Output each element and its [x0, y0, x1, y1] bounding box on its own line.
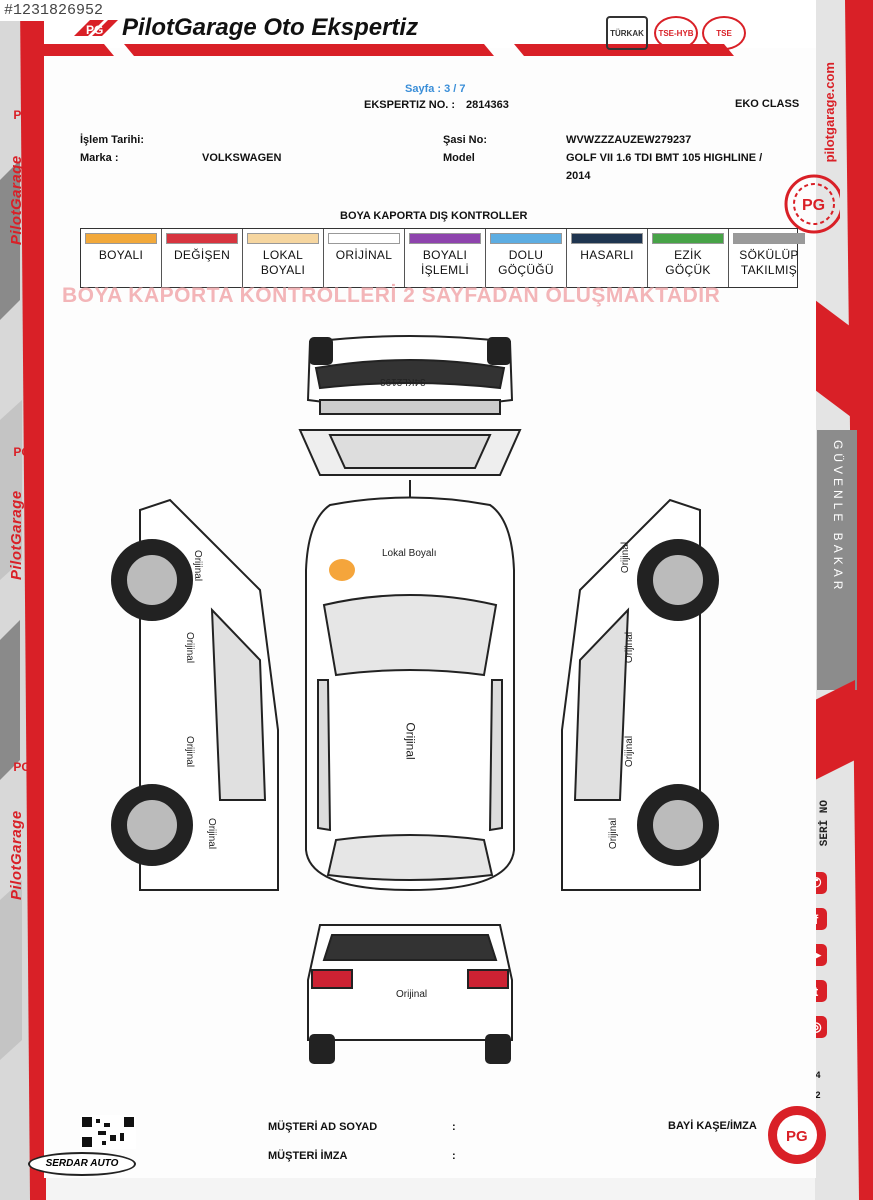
legend-item-dolu-gocugu: DOLU GÖÇÜĞÜ: [486, 229, 567, 287]
left-brand-strip: PG PilotGarage PG PilotGarage PG PilotGa…: [0, 0, 46, 1200]
legend-label: DOLU: [508, 248, 544, 262]
brand-label: Marka :: [80, 152, 119, 164]
tse-badge: TSE: [702, 16, 746, 50]
legend-label: EZİK: [674, 248, 702, 262]
legend-item-degisen: DEĞİŞEN: [162, 229, 243, 287]
local-paint-spot[interactable]: [329, 559, 355, 581]
legend-item-hasarli: HASARLI: [567, 229, 648, 287]
svg-text:PG: PG: [802, 197, 825, 214]
left-logo-mark-3: PG: [13, 760, 31, 774]
info-watermark: BOYA KAPORTA KONTROLLERİ 2 SAYFADAN OLUŞ…: [62, 284, 721, 307]
legend-label-2: BOYALI: [260, 263, 306, 277]
legend-label-2: GÖÇÜĞÜ: [498, 263, 554, 277]
customer-sign-value: :: [452, 1150, 456, 1162]
right-label-1: Orijinal: [620, 541, 632, 574]
legend-label: HASARLI: [580, 248, 634, 262]
website-label[interactable]: pilotgarage.com: [822, 62, 837, 163]
slogan-vertical: GÜVENLE BAKAR: [831, 440, 845, 594]
legend-swatch: [733, 233, 805, 244]
legend-swatch: [166, 233, 238, 244]
dealer-logo: SERDAR AUTO: [28, 1152, 136, 1176]
right-label-2: Orijinal: [624, 631, 636, 664]
legend-item-boyali: BOYALI: [81, 229, 162, 287]
legend-label: BOYALI: [98, 248, 144, 262]
model-label: Model: [443, 152, 475, 164]
page-indicator: Sayfa : 3 / 7: [405, 83, 466, 95]
left-strip-stripes: [0, 0, 46, 1200]
chassis-value: WVWZZZAUZEW279237: [566, 134, 692, 146]
legend-swatch: [652, 233, 724, 244]
legend-label-2: TAKILMIŞ: [740, 263, 798, 277]
model-value-line-2: 2014: [566, 170, 591, 182]
date-label: İşlem Tarihi:: [80, 134, 144, 146]
front-plate: 34KL2193: [380, 376, 426, 387]
legend-label: ORİJİNAL: [335, 248, 393, 262]
dealer-stamp-label: BAYİ KAŞE/İMZA: [668, 1120, 757, 1132]
left-label-1: Orijinal: [192, 549, 204, 582]
serial-number-label: SERİ NO: [819, 800, 831, 847]
left-logo-mark-1: PG: [13, 108, 31, 122]
legend-item-boyali-islemli: BOYALI İŞLEMLİ: [405, 229, 486, 287]
pilotgarage-logo-icon: PG: [74, 20, 118, 37]
left-label-2: Orijinal: [184, 631, 196, 664]
label-rear-orijinal: Orijinal: [396, 989, 428, 1000]
legend-swatch: [85, 233, 157, 244]
left-brand-text-1: PilotGarage: [8, 155, 25, 245]
legend-label-2: İŞLEMLİ: [420, 263, 470, 277]
customer-sign-label: MÜŞTERİ İMZA: [268, 1150, 348, 1162]
legend-swatch: [247, 233, 319, 244]
class-label: EKO CLASS: [735, 98, 800, 110]
expert-seal-icon: PG: [768, 1106, 826, 1164]
legend-swatch: [409, 233, 481, 244]
legend-title: BOYA KAPORTA DIŞ KONTROLLER: [340, 210, 528, 222]
brand-title: PilotGarage Oto Ekspertiz: [122, 14, 419, 41]
roof-outline: [305, 496, 515, 892]
legend-swatch: [328, 233, 400, 244]
legend-swatch: [490, 233, 562, 244]
legend-label-2: GÖÇÜK: [665, 263, 711, 277]
paint-legend: BOYALI DEĞİŞEN LOKAL BOYALI ORİJİNAL BOY…: [80, 228, 805, 288]
legend-label: SÖKÜLÜP: [739, 248, 799, 262]
left-brand-text-2: PilotGarage: [8, 490, 25, 580]
customer-name-value: :: [452, 1121, 456, 1133]
svg-text:PG: PG: [786, 1128, 808, 1145]
car-diagram: [111, 335, 719, 1064]
left-label-4: Orijinal: [206, 817, 218, 850]
legend-label: DEĞİŞEN: [173, 248, 231, 262]
legend-item-ezik-gocuk: EZİK GÖÇÜK: [648, 229, 729, 287]
report-no-value: 2814363: [466, 99, 509, 111]
right-strip-stripes: [815, 0, 873, 1200]
label-lokal-boyali: Lokal Boyalı: [382, 548, 437, 559]
customer-name-label: MÜŞTERİ AD SOYAD: [268, 1121, 378, 1133]
left-label-3: Orijinal: [184, 735, 196, 768]
stock-image-id: #1231826952: [0, 0, 108, 21]
model-value-line-1: GOLF VII 1.6 TDI BMT 105 HIGHLINE /: [566, 152, 763, 164]
legend-label: LOKAL: [262, 248, 304, 262]
left-logo-mark-2: PG: [13, 445, 31, 459]
legend-label: BOYALI: [422, 248, 468, 262]
right-label-4: Orijinal: [608, 817, 620, 850]
legend-swatch: [571, 233, 643, 244]
turkak-badge: TÜRKAK: [606, 16, 648, 50]
label-roof-orijinal: Orijinal: [403, 722, 418, 760]
tse-hyb-badge: TSE-HYB: [654, 16, 698, 50]
report-no-label: EKSPERTIZ NO. :: [364, 99, 456, 111]
pg-emblem-icon: PG: [784, 174, 840, 234]
chassis-label: Şasi No:: [443, 134, 488, 146]
svg-text:PG: PG: [86, 23, 103, 37]
right-label-3: Orijinal: [624, 735, 636, 768]
left-brand-text-3: PilotGarage: [8, 810, 25, 900]
legend-item-lokal-boyali: LOKAL BOYALI: [243, 229, 324, 287]
legend-item-orijinal: ORİJİNAL: [324, 229, 405, 287]
brand-value: VOLKSWAGEN: [202, 152, 282, 164]
qr-code-icon[interactable]: [80, 1115, 136, 1149]
legend-item-sokulup-takilmis: SÖKÜLÜP TAKILMIŞ: [729, 229, 809, 287]
